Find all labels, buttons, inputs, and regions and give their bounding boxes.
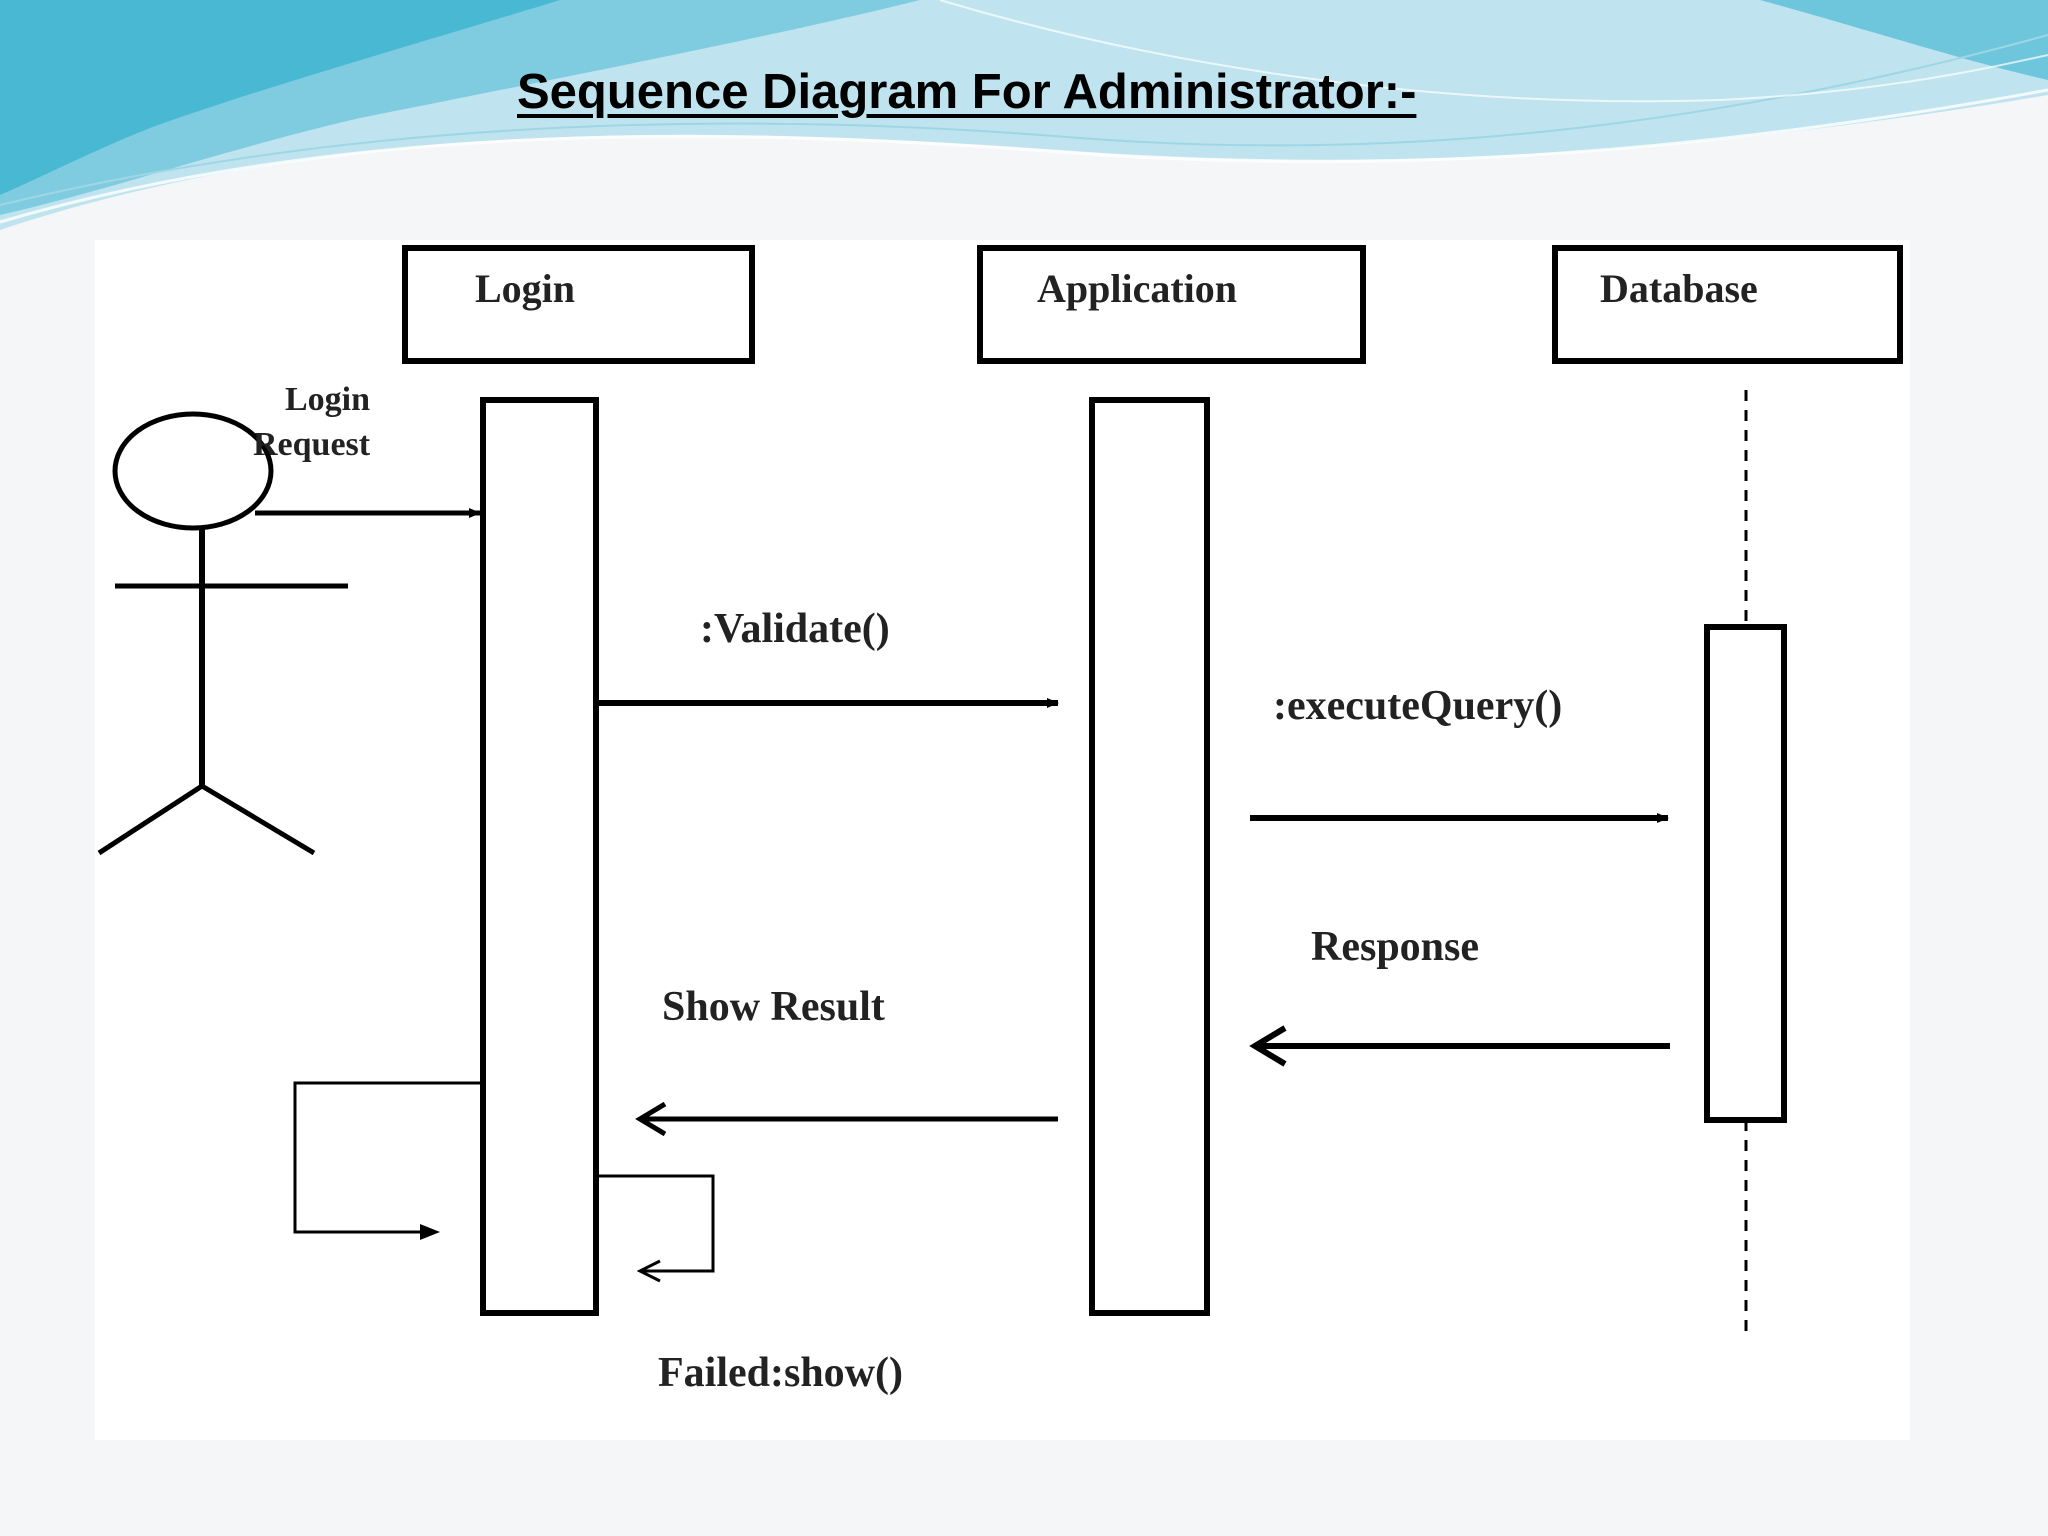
lifeline-database-box [1552,245,1903,364]
actor-leg-right [200,783,316,856]
lifeline-application: Application [977,245,1366,364]
lifeline-database-label: Database [1600,266,1758,311]
wave-header-decoration [0,0,2048,230]
login-request-label-line2: Request [253,426,371,463]
stick-figure-actor-icon [97,411,348,856]
database-activation-bar [1704,624,1787,1123]
lifeline-application-label: Application [1037,266,1237,311]
lifeline-application-box [977,245,1366,364]
actor-leg-left [97,783,204,856]
login-activation-bar [480,397,599,1316]
actor-return-loop-arrowhead [420,1224,440,1240]
failed-show-message-label: Failed:show() [658,1350,903,1396]
response-arrowhead [1249,1025,1287,1067]
wave-line-3 [939,0,2048,103]
validate-message-label: :Validate() [700,606,890,652]
login-request-label-line1: Login [285,381,370,418]
show-result-message-label: Show Result [662,984,885,1030]
failed-self-loop [596,1174,715,1273]
show-result-arrowhead [635,1101,667,1137]
execute-query-message-label: :executeQuery() [1273,683,1562,729]
lifeline-login-box [402,245,755,364]
lifeline-login: Login [402,245,755,364]
wave-band-right [1760,0,2048,80]
sequence-diagram: Login Application Database [95,240,1910,1440]
failed-self-loop-arrowhead [636,1259,661,1283]
application-activation-bar [1089,397,1210,1316]
slide-title: Sequence Diagram For Administrator:- [517,65,1417,119]
wave-band-dark [0,0,560,195]
wave-line-1 [0,88,2048,224]
lifeline-database: Database [1552,245,1903,364]
wave-line-2 [0,34,2048,206]
response-message-label: Response [1311,924,1479,970]
actor-return-loop [293,1081,483,1234]
actor-head [112,411,274,531]
lifeline-login-label: Login [475,266,575,311]
